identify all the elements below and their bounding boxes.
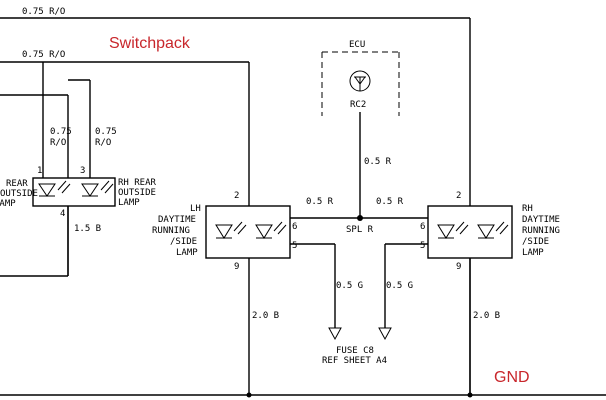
rear-right-wire-size: 0.75 <box>95 127 117 137</box>
fuse-line-2: REF SHEET A4 <box>322 356 387 366</box>
rear-lamp-pin-1: 1 <box>37 166 42 176</box>
ecu-dashed-box <box>321 51 400 116</box>
rh-feed-label: 0.5 R <box>376 197 404 207</box>
rh-lamp-label-5: LAMP <box>522 248 544 258</box>
lh-lamp-label-3: RUNNING <box>152 226 190 236</box>
rear-right-wire-color: R/O <box>95 138 111 148</box>
rear-lamp-led-1-icon <box>38 180 71 197</box>
second-wire-label: 0.75 R/O <box>22 50 65 60</box>
rear-lamp-ground-label: 1.5 B <box>74 224 101 234</box>
lh-lamp-pin-5: 5 <box>292 241 297 251</box>
rear-lamp-pin-4: 4 <box>60 209 65 219</box>
rear-lamp-left-label-3: LAMP <box>0 199 16 209</box>
rh-lamp-pin-6: 6 <box>420 222 425 232</box>
lh-green-label: 0.5 G <box>336 281 363 291</box>
lh-lamp-pin-2: 2 <box>234 191 239 201</box>
ecu-pin-label: RC2 <box>350 100 366 110</box>
splice-junction <box>357 215 363 221</box>
rh-lamp-pin-2: 2 <box>456 191 461 201</box>
rh-lamp-label-2: DAYTIME <box>522 215 560 225</box>
lh-ground-label: 2.0 B <box>252 311 279 321</box>
gnd-annotation: GND <box>494 369 530 386</box>
lh-lamp-led-2-icon <box>255 221 287 239</box>
splice-label: SPL R <box>346 225 374 235</box>
lh-lamp-pin-6: 6 <box>292 222 297 232</box>
top-main-wire-label: 0.75 R/O <box>22 7 65 17</box>
rear-lamp-left-label-1: REAR <box>6 179 28 189</box>
lh-lamp-pin-9: 9 <box>234 262 239 272</box>
rh-lamp-label-3: RUNNING <box>522 226 560 236</box>
ecu-feed-label: 0.5 R <box>364 157 392 167</box>
lh-ground-junction <box>246 392 252 398</box>
fuse-line-1: FUSE C8 <box>336 346 374 356</box>
switchpack-annotation: Switchpack <box>109 35 191 52</box>
rh-lamp-label-1: RH <box>522 204 533 214</box>
rh-lamp-pin-5: 5 <box>420 241 425 251</box>
rear-left-wire-color: R/O <box>50 138 66 148</box>
lh-lamp-box <box>205 205 291 259</box>
lh-lamp-label-5: LAMP <box>176 248 198 258</box>
lh-lamp-label-2: DAYTIME <box>158 215 196 225</box>
rh-lamp-label-4: /SIDE <box>522 237 549 247</box>
rear-left-wire-size: 0.75 <box>50 127 72 137</box>
rear-lamp-led-2-icon <box>81 180 114 197</box>
rear-lamp-left-label-2: OUTSIDE <box>0 189 38 199</box>
rh-ground-label: 2.0 B <box>473 311 500 321</box>
rh-lamp-box <box>427 205 513 259</box>
rh-lamp-pin-9: 9 <box>456 262 461 272</box>
ecu-transistor-icon <box>349 70 371 92</box>
ecu-title: ECU <box>349 40 365 50</box>
rear-lamp-pin-3: 3 <box>80 166 85 176</box>
rear-lamp-right-label-2: OUTSIDE <box>118 188 156 198</box>
lh-feed-label: 0.5 R <box>306 197 334 207</box>
rear-lamp-box <box>32 177 116 207</box>
lh-lamp-label-1: LH <box>190 204 201 214</box>
rh-lamp-led-2-icon <box>477 221 509 239</box>
rear-lamp-right-label-1: RH REAR <box>118 178 157 188</box>
fuse-connector-right-icon <box>378 327 392 341</box>
fuse-connector-left-icon <box>328 327 342 341</box>
rh-green-label: 0.5 G <box>386 281 413 291</box>
rh-lamp-led-1-icon <box>437 221 469 239</box>
rh-ground-junction <box>467 392 473 398</box>
rear-lamp-right-label-3: LAMP <box>118 198 140 208</box>
lh-lamp-led-1-icon <box>215 221 247 239</box>
lh-lamp-label-4: /SIDE <box>170 237 197 247</box>
